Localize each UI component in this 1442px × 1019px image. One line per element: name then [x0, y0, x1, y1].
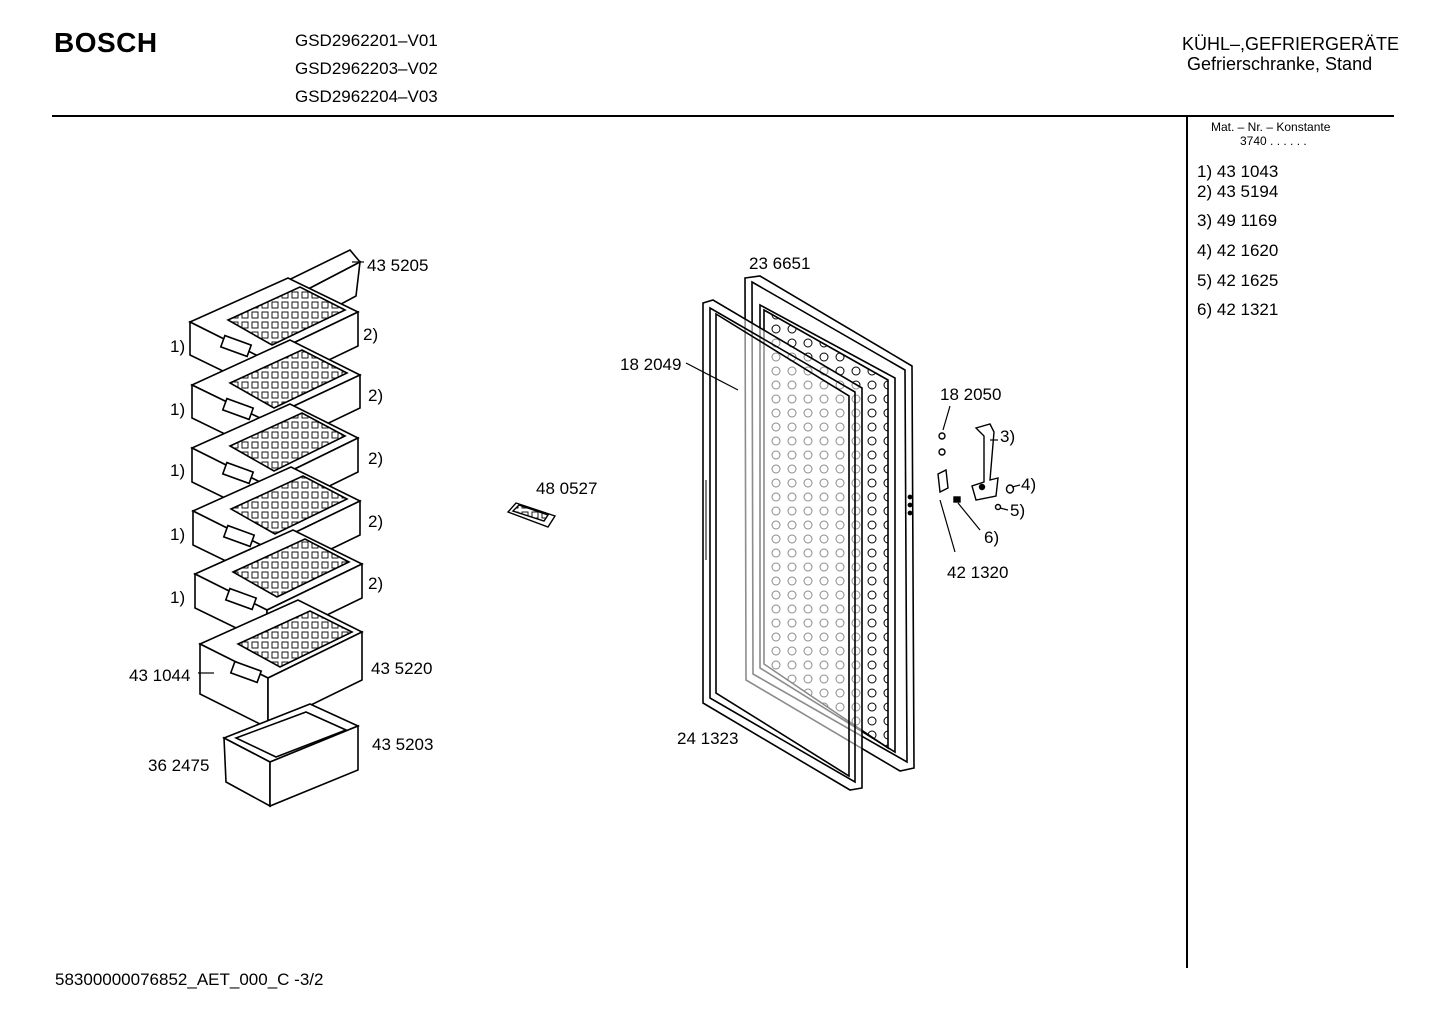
door-assembly: [702, 275, 915, 791]
callout-ref-1: 1): [170, 337, 185, 356]
side-item-ref: 3): [1197, 211, 1213, 230]
side-item-ref: 2): [1197, 182, 1213, 201]
side-list-item: 5) 42 1625: [1197, 271, 1278, 291]
side-item-part: 42 1625: [1216, 271, 1279, 290]
callout-ref-2: 2): [368, 512, 383, 531]
side-list-item: 6) 42 1321: [1197, 300, 1278, 320]
ice-tray: [506, 502, 557, 528]
category-title: KÜHL–,GEFRIERGERÄTE: [1182, 34, 1400, 54]
side-item-ref: 4): [1197, 241, 1213, 260]
callout-431044: 43 1044: [129, 666, 190, 685]
callout-ref-5: 5): [1010, 501, 1025, 520]
callout-ref-2: 2): [368, 449, 383, 468]
callout-ref-2: 2): [363, 325, 378, 344]
callout-ref-1: 1): [170, 525, 185, 544]
side-item-ref: 5): [1197, 271, 1213, 290]
callout-241323: 24 1323: [677, 729, 738, 748]
hinge-parts: [937, 423, 1015, 511]
side-list-item: 1) 43 1043: [1197, 162, 1278, 182]
callout-ref-1: 1): [170, 588, 185, 607]
side-list-item: 4) 42 1620: [1197, 241, 1278, 261]
callout-480527: 48 0527: [536, 479, 597, 498]
callout-435220: 43 5220: [371, 659, 432, 678]
drawer-stack: [188, 249, 364, 808]
leader-lines: [198, 261, 1021, 674]
side-item-part: 43 1043: [1216, 162, 1279, 181]
drawer-large: [198, 599, 364, 730]
side-list-item: 2) 43 5194: [1197, 182, 1278, 202]
model-number-2: GSD2962203–V02: [295, 59, 438, 78]
side-item-part: 43 5194: [1216, 182, 1279, 201]
callout-ref-2: 2): [368, 386, 383, 405]
exploded-parts-drawing: 43 5205 1) 1) 1) 1) 1) 2) 2) 2) 2) 2) 43…: [129, 249, 1036, 808]
callout-182050: 18 2050: [940, 385, 1001, 404]
callout-labels: 43 5205 1) 1) 1) 1) 1) 2) 2) 2) 2) 2) 43…: [129, 254, 1036, 775]
side-list-item: 3) 49 1169: [1197, 211, 1277, 231]
side-item-part: 42 1620: [1216, 241, 1279, 260]
callout-236651: 23 6651: [749, 254, 810, 273]
side-item-part: 42 1321: [1216, 300, 1279, 319]
header-divider: [52, 115, 1394, 117]
callout-ref-6: 6): [984, 528, 999, 547]
brand-logo: BOSCH: [54, 27, 158, 58]
material-number-value: 3740 . . . . . .: [1240, 134, 1307, 148]
callout-435205: 43 5205: [367, 256, 428, 275]
callout-ref-1: 1): [170, 461, 185, 480]
callout-362475: 36 2475: [148, 756, 209, 775]
callout-ref-3: 3): [1000, 427, 1015, 446]
material-number-label: Mat. – Nr. – Konstante: [1211, 120, 1331, 134]
callout-182049: 18 2049: [620, 355, 681, 374]
callout-ref-2: 2): [368, 574, 383, 593]
category-subtitle: Gefrierschranke, Stand: [1187, 54, 1373, 74]
callout-421320: 42 1320: [947, 563, 1008, 582]
side-item-ref: 6): [1197, 300, 1213, 319]
bottom-box: [222, 703, 361, 808]
model-number-1: GSD2962201–V01: [295, 31, 438, 50]
callout-435203: 43 5203: [372, 735, 433, 754]
side-item-part: 49 1169: [1216, 211, 1278, 230]
document-id: 58300000076852_AET_000_C -3/2: [55, 970, 324, 989]
side-item-ref: 1): [1197, 162, 1213, 181]
callout-ref-1: 1): [170, 400, 185, 419]
callout-ref-4: 4): [1021, 475, 1036, 494]
door-gasket: [702, 299, 863, 791]
side-panel-divider: [1186, 116, 1188, 968]
model-number-3: GSD2962204–V03: [295, 87, 438, 106]
